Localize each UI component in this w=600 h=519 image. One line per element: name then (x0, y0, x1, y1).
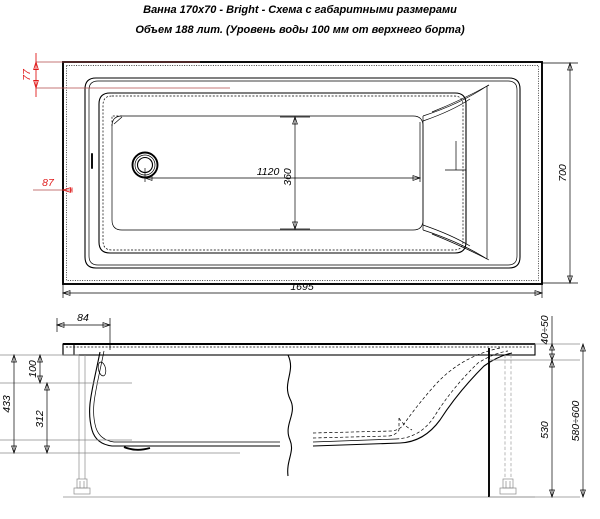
dimension-40-50-label: 40÷50 (539, 315, 551, 344)
dimension-87-label: 87 (42, 177, 55, 189)
dimension-1120: 1120 (143, 122, 422, 182)
dimension-312: 312 (34, 381, 50, 455)
dimension-1695-label: 1695 (290, 281, 314, 293)
dimension-433-label: 433 (1, 395, 13, 413)
dimension-87: 87 (33, 177, 73, 193)
dimension-77: 77 (21, 53, 230, 97)
dimension-84-label: 84 (77, 312, 89, 324)
plan-bottom-outline (111, 115, 424, 231)
dimension-100-label: 100 (27, 360, 39, 378)
plan-rim-outline (84, 77, 521, 269)
dimension-530-label: 530 (539, 421, 551, 439)
elevation-view: 84 100 312 433 40÷50 (0, 312, 586, 499)
elevation-hidden-corner (398, 417, 413, 431)
dimension-700: 700 (542, 61, 578, 285)
elevation-overflow (97, 361, 107, 377)
support-leg-right (499, 355, 517, 495)
plan-backrest-inner-top (422, 98, 471, 122)
dimension-700-label: 700 (557, 164, 569, 182)
plan-outer-dot-offset (66, 65, 539, 281)
dimension-77-label: 77 (21, 68, 33, 81)
dimension-360-label: 360 (282, 168, 294, 186)
dimension-100: 100 (27, 353, 43, 385)
dimension-360: 360 (280, 115, 310, 231)
support-leg-left (73, 355, 91, 495)
plan-rim-inner-outline (88, 80, 518, 266)
plan-corner-radius-arrow (113, 116, 123, 125)
plan-backrest-curve-top2 (431, 84, 490, 113)
plan-view: 1120 360 700 1695 (21, 53, 578, 298)
plan-backrest-curve-top (422, 85, 488, 117)
plan-backrest-curve-bottom2 (431, 233, 490, 261)
dimension-530: 530 (539, 358, 555, 499)
elevation-drain-bump (123, 446, 151, 451)
elevation-backrest-curve (399, 352, 513, 444)
elevation-hidden-bottom-1 (312, 418, 400, 439)
plan-backrest-curve-bottom (422, 229, 488, 260)
dimension-40-50: 40÷50 (539, 315, 555, 361)
dimension-1120-label: 1120 (257, 166, 280, 178)
dimension-433: 433 (1, 353, 17, 455)
drawing-title-line1: Ванна 170x70 - Bright - Схема с габаритн… (143, 4, 457, 16)
elevation-tub-inner-bottom-right (312, 438, 397, 443)
plan-backrest-tip-top (486, 84, 490, 87)
drawing-title-line2: Объем 188 лит. (Уровень воды 100 мм от в… (135, 24, 465, 36)
dimension-312-label: 312 (34, 410, 46, 428)
elevation-tub-profile-left (89, 351, 280, 447)
dimension-1695: 1695 (61, 281, 544, 298)
plan-backrest-inner-bottom (422, 224, 471, 247)
elevation-tub-bottom-right (312, 442, 401, 447)
elevation-backrest-dashed (395, 350, 509, 440)
dimension-580-600: 580÷600 (570, 342, 586, 499)
dimension-580-600-label: 580÷600 (570, 400, 582, 441)
dimension-84: 84 (55, 312, 112, 350)
break-line (286, 354, 293, 477)
plan-outer-outline (62, 61, 543, 285)
elevation-tub-inner-left (93, 350, 280, 443)
